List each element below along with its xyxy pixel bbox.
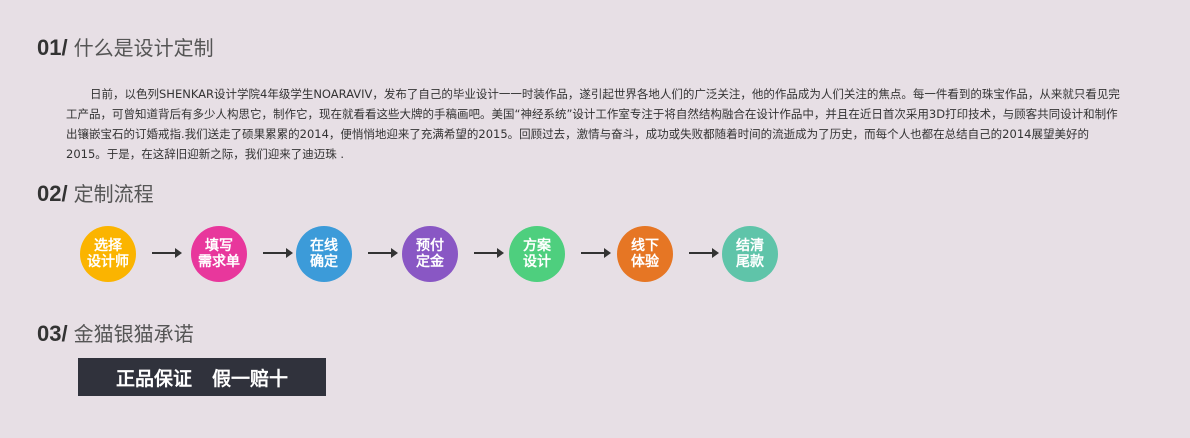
promise-authentic: 正品保证 <box>115 367 192 390</box>
arrow-right-icon <box>152 248 182 258</box>
process-step: 方案 设计 <box>509 226 565 282</box>
arrow-right-icon <box>368 248 398 258</box>
process-step: 线下 体验 <box>617 226 673 282</box>
section-heading-process: 02/ 定制流程 <box>37 178 154 207</box>
process-step: 结清 尾款 <box>722 226 778 282</box>
section-number: 02/ <box>37 181 68 206</box>
section-heading-what: 01/ 什么是设计定制 <box>37 32 214 61</box>
promise-compensation: 假一赔十 <box>212 367 289 390</box>
section-number: 03/ <box>37 321 68 346</box>
section-number: 01/ <box>37 35 68 60</box>
process-step: 填写 需求单 <box>191 226 247 282</box>
arrow-right-icon <box>689 248 719 258</box>
section-title: 定制流程 <box>73 182 154 206</box>
arrow-right-icon <box>581 248 611 258</box>
process-step: 在线 确定 <box>296 226 352 282</box>
process-step: 预付 定金 <box>402 226 458 282</box>
promise-badge: 正品保证 假一赔十 <box>78 358 326 396</box>
section-heading-promise: 03/ 金猫银猫承诺 <box>37 318 194 347</box>
process-step: 选择 设计师 <box>80 226 136 282</box>
section-title: 什么是设计定制 <box>73 36 214 60</box>
arrow-right-icon <box>263 248 293 258</box>
arrow-right-icon <box>474 248 504 258</box>
section-title: 金猫银猫承诺 <box>73 322 194 346</box>
intro-paragraph: 日前，以色列SHENKAR设计学院4年级学生NOARAVIV，发布了自己的毕业设… <box>66 86 1120 161</box>
